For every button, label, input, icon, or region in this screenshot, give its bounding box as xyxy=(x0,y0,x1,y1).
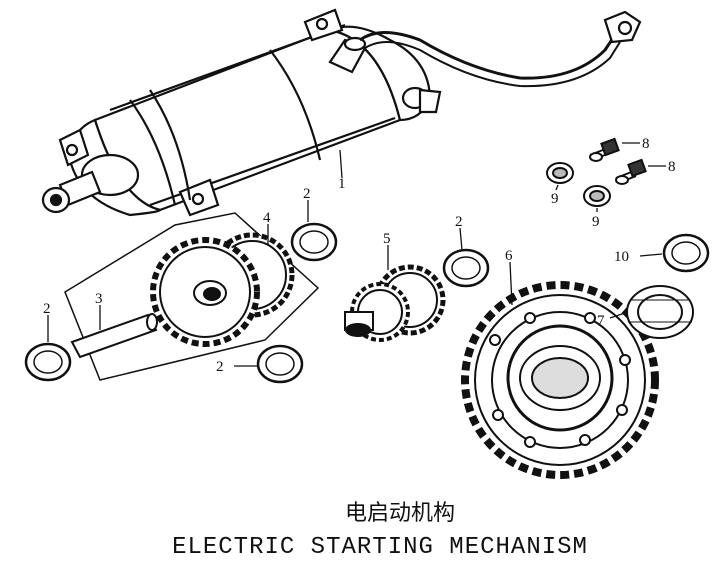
starter-clutch-gear xyxy=(461,281,659,479)
callout-3: 3 xyxy=(95,291,103,307)
callout-2-left: 2 xyxy=(43,301,51,317)
caption-english: ELECTRIC STARTING MECHANISM xyxy=(172,534,588,561)
callout-6: 6 xyxy=(505,248,513,264)
callout-8-lower: 8 xyxy=(668,159,676,175)
leader-lines xyxy=(47,142,666,367)
washer-2-left xyxy=(24,342,72,382)
bearing-ring xyxy=(626,285,694,339)
callout-9-upper: 9 xyxy=(551,191,559,207)
callout-5: 5 xyxy=(383,231,391,247)
starter-motor xyxy=(41,8,642,217)
washer-2-upper xyxy=(290,222,338,262)
callout-labels: 1 2 2 2 2 3 4 5 6 7 8 8 9 9 10 xyxy=(43,136,676,375)
washer-10 xyxy=(662,233,710,273)
bolt-8-upper xyxy=(589,137,620,162)
callout-1: 1 xyxy=(338,176,346,192)
bolt-8-lower xyxy=(615,158,647,185)
idler-gear-assembly xyxy=(64,212,320,381)
washer-2-lower xyxy=(256,344,304,384)
reduction-gear xyxy=(344,264,446,342)
washer-9-lower xyxy=(583,185,611,207)
callout-7: 7 xyxy=(597,313,605,329)
callout-2-middle: 2 xyxy=(455,214,463,230)
washer-2-middle xyxy=(442,248,490,288)
callout-10: 10 xyxy=(614,249,629,265)
callout-9-lower: 9 xyxy=(592,214,600,230)
callout-4: 4 xyxy=(263,210,271,226)
callout-2-upper: 2 xyxy=(303,186,311,202)
caption-chinese: 电启动机构 xyxy=(345,501,455,526)
callout-8-upper: 8 xyxy=(642,136,650,152)
washer-9-upper xyxy=(546,162,574,184)
callout-2-lower: 2 xyxy=(216,359,224,375)
